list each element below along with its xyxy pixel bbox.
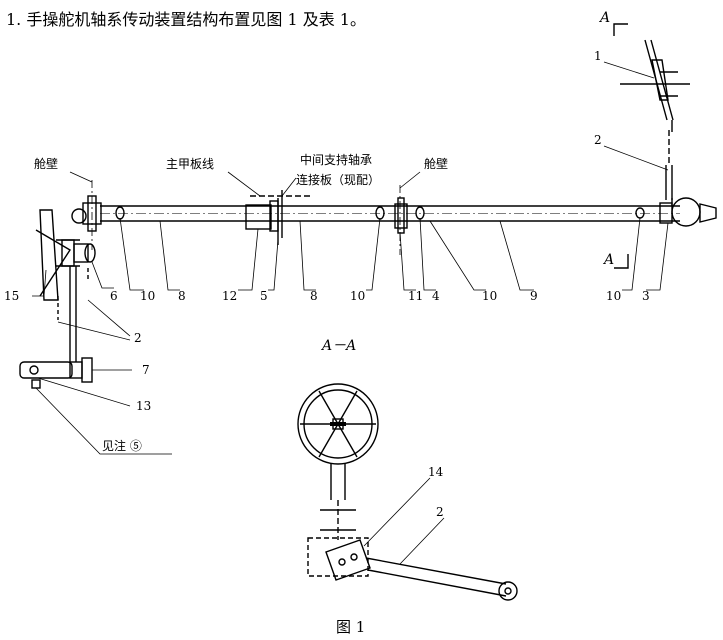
callout-13: 13 <box>136 399 151 413</box>
figure-caption: 图 1 <box>336 618 365 636</box>
callout-12: 12 <box>222 289 237 303</box>
label-bulkhead-left: 舱壁 <box>34 156 58 171</box>
handwheel-top-right <box>620 39 690 132</box>
section-letter-bottom: A <box>602 252 614 268</box>
callout-6: 6 <box>110 289 118 303</box>
callout-7: 7 <box>142 363 150 377</box>
callout-9: 9 <box>530 289 538 303</box>
label-main-deck-line: 主甲板线 <box>166 157 214 171</box>
callout-5: 5 <box>260 289 268 303</box>
callout-2c: 2 <box>436 505 444 519</box>
callout-2b: 2 <box>134 331 142 345</box>
vertical-shaft-right <box>665 130 673 200</box>
heading-text: 1. 手操舵机轴系传动装置结构布置见图 1 及表 1。 <box>6 10 366 29</box>
callout-2a: 2 <box>594 133 602 147</box>
callout-15: 15 <box>4 289 19 303</box>
section-letter-top: A <box>598 10 610 26</box>
callout-10a: 10 <box>140 289 155 303</box>
section-a-marks <box>613 23 629 269</box>
bevel-gear-assembly <box>61 239 96 267</box>
section-aa-wheel <box>297 383 379 465</box>
section-aa-shaft <box>320 464 356 540</box>
main-shaft <box>100 205 680 222</box>
section-aa-lever-bracket <box>307 537 518 601</box>
right-bulkhead-coupling <box>394 185 408 255</box>
callout-4: 4 <box>432 289 440 303</box>
label-intermediate-bearing: 中间支持轴承 <box>300 152 372 167</box>
lower-left-gearbox <box>19 357 93 389</box>
callout-10d: 10 <box>606 289 621 303</box>
section-aa-title: A－A <box>320 338 356 354</box>
right-gear-box <box>659 197 717 227</box>
intermediate-bearing <box>245 190 283 245</box>
callout-8b: 8 <box>310 289 318 303</box>
left-bulkhead-coupling <box>71 195 102 232</box>
universal-joint-marks <box>115 206 645 220</box>
callout-8a: 8 <box>178 289 186 303</box>
callout-10b: 10 <box>350 289 365 303</box>
callout-3: 3 <box>642 289 650 303</box>
callout-11: 11 <box>408 289 423 303</box>
label-connecting-plate: 连接板（现配） <box>296 172 380 187</box>
label-see-note: 见注 ⑤ <box>102 438 142 453</box>
callout-14: 14 <box>428 465 444 479</box>
label-bulkhead-right: 舱壁 <box>424 156 448 171</box>
vertical-shaft-left <box>57 266 89 362</box>
callout-1: 1 <box>594 49 602 63</box>
callout-10c: 10 <box>482 289 497 303</box>
leader-lines <box>32 61 669 565</box>
